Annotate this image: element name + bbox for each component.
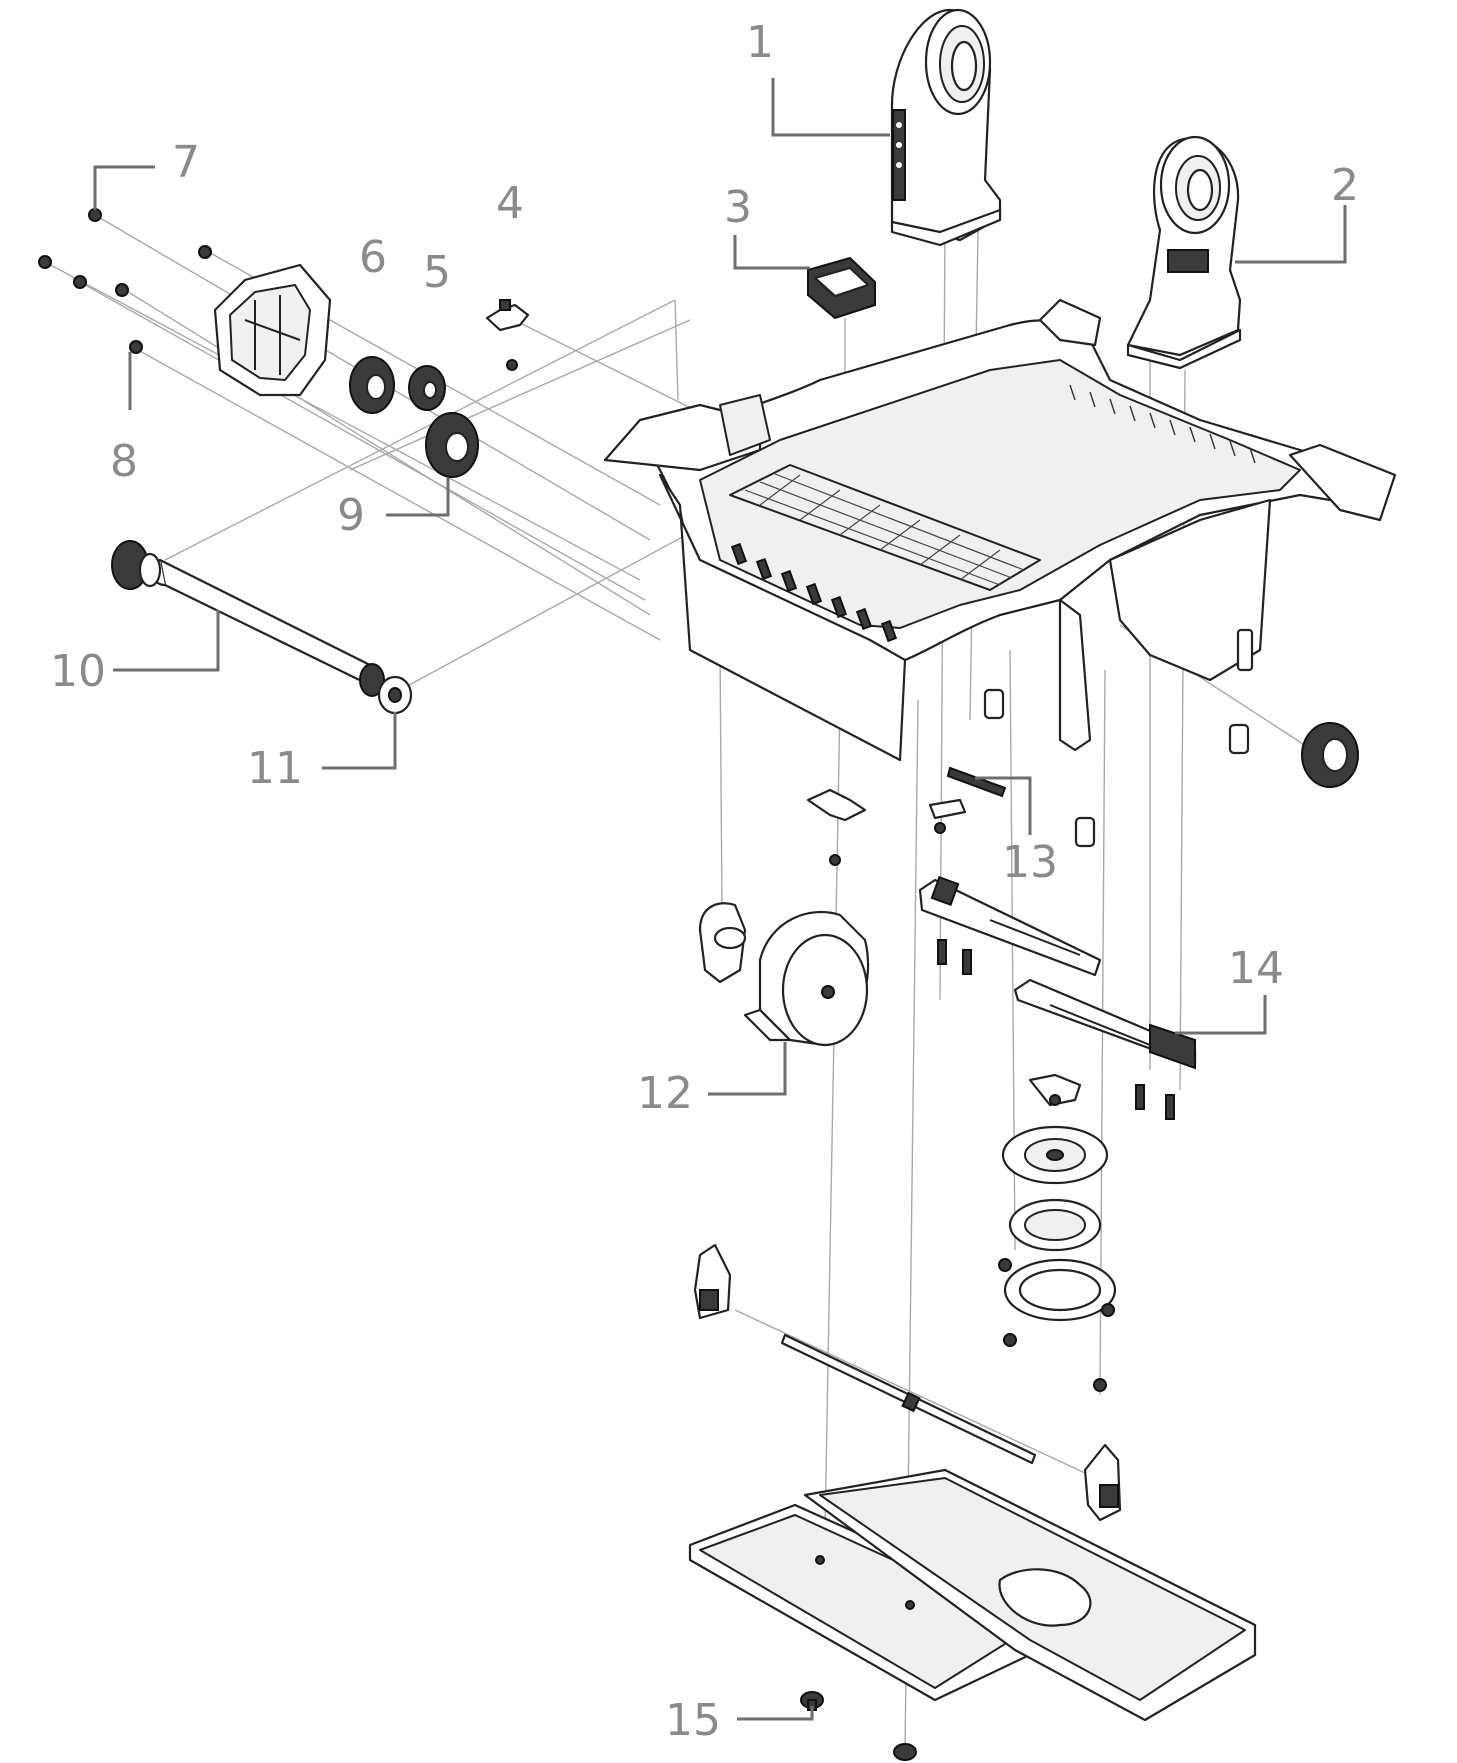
callout-8: 8 [110, 436, 138, 487]
part-10-platen-roller [111, 540, 385, 697]
front-wall-slots [730, 542, 898, 643]
callout-1: 1 [746, 17, 774, 68]
part-7-screws [38, 208, 212, 297]
leader-10 [113, 610, 220, 672]
drive-shaft [693, 1243, 1122, 1522]
part-15-base-screws [800, 1691, 917, 1761]
callout-15: 15 [665, 1695, 721, 1746]
callout-13: 13 [1002, 837, 1058, 888]
print-grid-lines [744, 473, 1025, 586]
leader-13 [975, 776, 1032, 835]
callout-14: 14 [1228, 943, 1284, 994]
callout-3: 3 [724, 182, 752, 233]
part-8-screw [129, 340, 143, 354]
leader-2 [1235, 205, 1347, 264]
callout-12: 12 [637, 1068, 693, 1119]
callout-2: 2 [1331, 160, 1359, 211]
part-6-gear [349, 356, 395, 414]
part-1-left-roll-holder [890, 8, 1002, 247]
side-bracket [213, 263, 332, 397]
callout-numbers: 1 2 3 4 5 6 7 8 9 10 11 12 13 14 15 [50, 17, 1359, 1746]
leader-3 [733, 235, 810, 270]
callout-10: 10 [50, 646, 106, 697]
part-9-gear [425, 412, 479, 478]
part-12-motor [698, 902, 870, 1047]
leader-11 [322, 712, 397, 770]
part-13-clips [806, 766, 1007, 866]
base-plate [688, 1468, 1257, 1722]
leader-7 [93, 165, 155, 210]
callout-4: 4 [496, 178, 524, 229]
callout-11: 11 [247, 743, 303, 794]
part-11-roller-end-cap [377, 675, 413, 715]
callout-9: 9 [337, 490, 365, 541]
leader-14 [1175, 995, 1267, 1035]
part-2-right-roll-holder [1126, 135, 1242, 370]
part-5-gear [408, 365, 446, 411]
ribbed-area [1069, 384, 1256, 464]
leader-1 [771, 78, 890, 137]
part-3-connector-block [807, 256, 876, 320]
leader-15 [737, 1706, 814, 1721]
bearing-stack [998, 1073, 1117, 1392]
callout-7: 7 [172, 137, 200, 188]
leader-12 [708, 1042, 787, 1096]
leader-9 [386, 478, 450, 517]
knob [1301, 722, 1359, 788]
callout-leaders [93, 78, 1347, 1721]
callout-5: 5 [423, 247, 451, 298]
part-4-clip [485, 299, 530, 371]
main-chassis [603, 298, 1397, 848]
part-14-slide-rails [918, 875, 1197, 1120]
callout-6: 6 [359, 232, 387, 283]
